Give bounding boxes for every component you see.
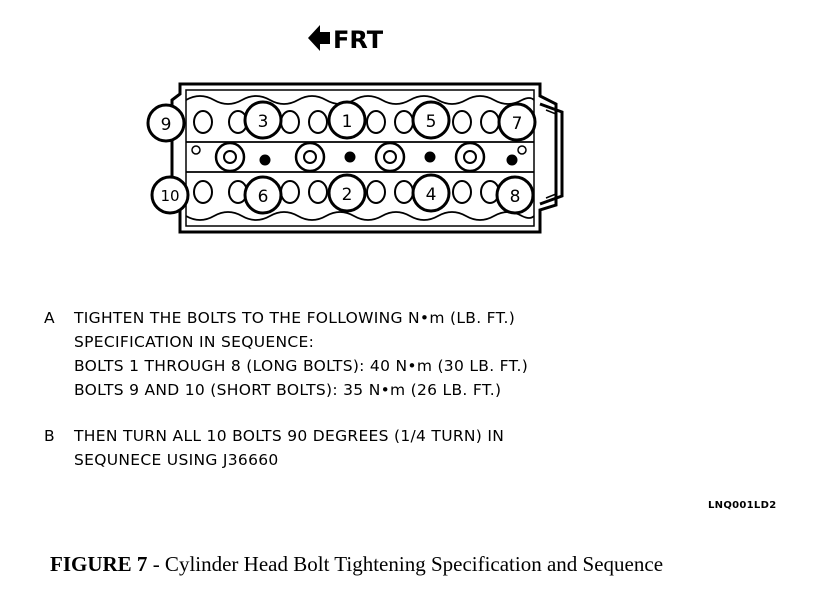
front-arrow-icon: [308, 25, 330, 51]
figure-caption: FIGURE 7 - Cylinder Head Bolt Tightening…: [50, 552, 663, 577]
bolt-number: 8: [510, 187, 521, 207]
bolt-callout-8: 8: [495, 175, 535, 215]
step-letter: B: [44, 427, 55, 445]
step-letter: A: [44, 309, 55, 327]
bolt-callout-10: 10: [150, 175, 190, 215]
step-line: BOLTS 9 AND 10 (SHORT BOLTS): 35 N•m (26…: [74, 381, 502, 399]
bolt-callout-1: 1: [327, 100, 367, 140]
step-line: THEN TURN ALL 10 BOLTS 90 DEGREES (1/4 T…: [74, 427, 505, 445]
bolt-number: 5: [426, 112, 437, 132]
instructions: A TIGHTEN THE BOLTS TO THE FOLLOWING N•m…: [44, 306, 744, 472]
bolt-callout-7: 7: [497, 102, 537, 142]
bolt-number: 10: [160, 187, 179, 205]
step-line: SPECIFICATION IN SEQUENCE:: [74, 333, 315, 351]
bolt-number: 4: [426, 185, 437, 205]
bolt-callout-3: 3: [243, 100, 283, 140]
caption-text: - Cylinder Head Bolt Tightening Specific…: [147, 552, 664, 576]
step-line: TIGHTEN THE BOLTS TO THE FOLLOWING N•m (…: [74, 309, 516, 327]
step-line: SEQUNECE USING J36660: [74, 451, 279, 469]
bolt-callout-9: 9: [146, 103, 186, 143]
bolt-callout-4: 4: [411, 173, 451, 213]
cylinder-head: [170, 82, 564, 234]
bolt-number: 7: [512, 114, 523, 134]
figure-code: LNQ001LD2: [708, 500, 777, 511]
bolt-number: 9: [161, 115, 172, 135]
bolt-number: 2: [342, 185, 353, 205]
step-b: B THEN TURN ALL 10 BOLTS 90 DEGREES (1/4…: [44, 424, 744, 472]
bolt-number: 3: [258, 112, 269, 132]
bolt-callout-2: 2: [327, 173, 367, 213]
bolt-callout-6: 6: [243, 175, 283, 215]
bolt-number: 6: [258, 187, 269, 207]
front-label: FRT: [333, 26, 384, 54]
step-line: BOLTS 1 THROUGH 8 (LONG BOLTS): 40 N•m (…: [74, 357, 529, 375]
figure-label: FIGURE 7: [50, 552, 148, 576]
cylinder-head-diagram: FRT: [146, 25, 564, 234]
bolt-callout-5: 5: [411, 100, 451, 140]
bolt-number: 1: [342, 112, 353, 132]
step-a: A TIGHTEN THE BOLTS TO THE FOLLOWING N•m…: [44, 306, 744, 402]
